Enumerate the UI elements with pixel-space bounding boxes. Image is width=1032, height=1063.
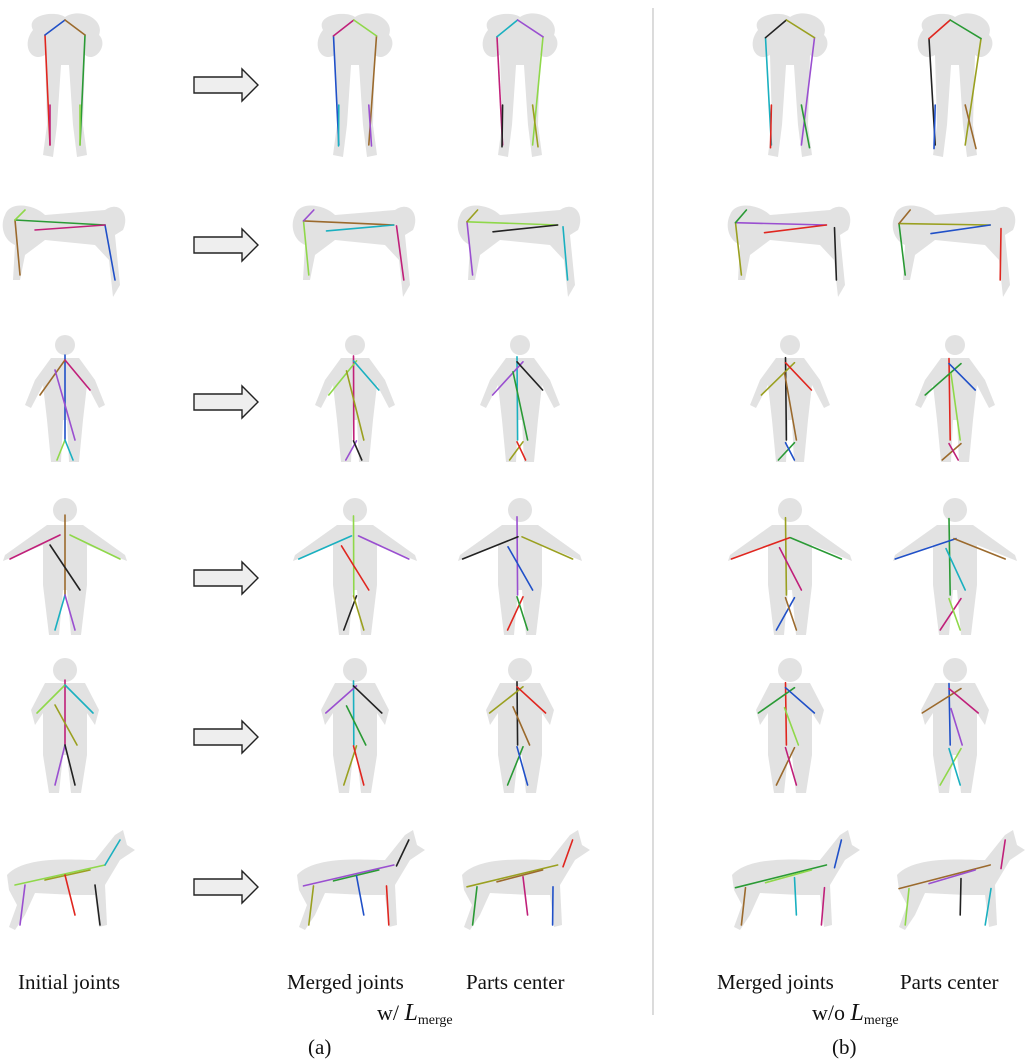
figure-cell (318, 13, 393, 157)
figure-cell (728, 498, 852, 635)
label-parts-center-b: Parts center (900, 970, 999, 995)
figure-cell (483, 13, 558, 157)
figure-cell (293, 206, 416, 297)
figure-cell (3, 206, 126, 297)
merge-loss-symbol: Lmerge (405, 1000, 453, 1026)
label-merged-joints-a: Merged joints (287, 970, 404, 995)
figure-cell (756, 658, 824, 793)
label-without-merge-loss: w/o Lmerge (812, 1000, 899, 1029)
skeleton-bone (771, 105, 772, 148)
figure-cell (486, 658, 554, 793)
figure-cell (321, 658, 389, 793)
skeleton-bone (502, 105, 503, 147)
figure-cell (750, 335, 830, 462)
figure-cell (480, 335, 560, 462)
figure-cell (921, 658, 989, 793)
figure-cell (25, 335, 105, 462)
label-merged-joints-b: Merged joints (717, 970, 834, 995)
figure-cell (7, 830, 135, 930)
figure-cell (31, 658, 99, 793)
figure-cell (3, 498, 127, 635)
arrow-icon (194, 721, 258, 753)
figure-cell (297, 830, 425, 930)
panel-label-a: (a) (308, 1035, 331, 1060)
figure-cell (918, 13, 993, 157)
figure-cell (458, 206, 581, 297)
figure-cell (293, 498, 417, 635)
skeleton-bone (960, 879, 961, 915)
label-with-merge-loss: w/ Lmerge (377, 1000, 453, 1029)
figure-panels (3, 13, 1025, 930)
figure-cell (732, 830, 860, 930)
figure-cell (458, 498, 582, 635)
label-parts-center-a: Parts center (466, 970, 565, 995)
panel-label-b: (b) (832, 1035, 857, 1060)
skeleton-bone (517, 517, 518, 595)
figure-cell (753, 13, 828, 157)
figure-cell (893, 498, 1017, 635)
merge-loss-symbol-b: Lmerge (851, 1000, 899, 1026)
arrow-icon (194, 69, 258, 101)
arrow-icon (194, 386, 258, 418)
arrow-icon (194, 229, 258, 261)
figure-cell (897, 830, 1025, 930)
arrow-icon (194, 871, 258, 903)
skeleton-bone (1000, 229, 1001, 280)
figure-cell (915, 335, 995, 462)
figure-cell (28, 13, 103, 157)
label-initial-joints: Initial joints (18, 970, 120, 995)
figure-cell (728, 206, 851, 297)
skeleton-bone (786, 518, 787, 595)
figure-cell (462, 830, 590, 930)
figure-cell (315, 335, 395, 462)
arrow-icon (194, 562, 258, 594)
figure-cell (893, 206, 1016, 297)
